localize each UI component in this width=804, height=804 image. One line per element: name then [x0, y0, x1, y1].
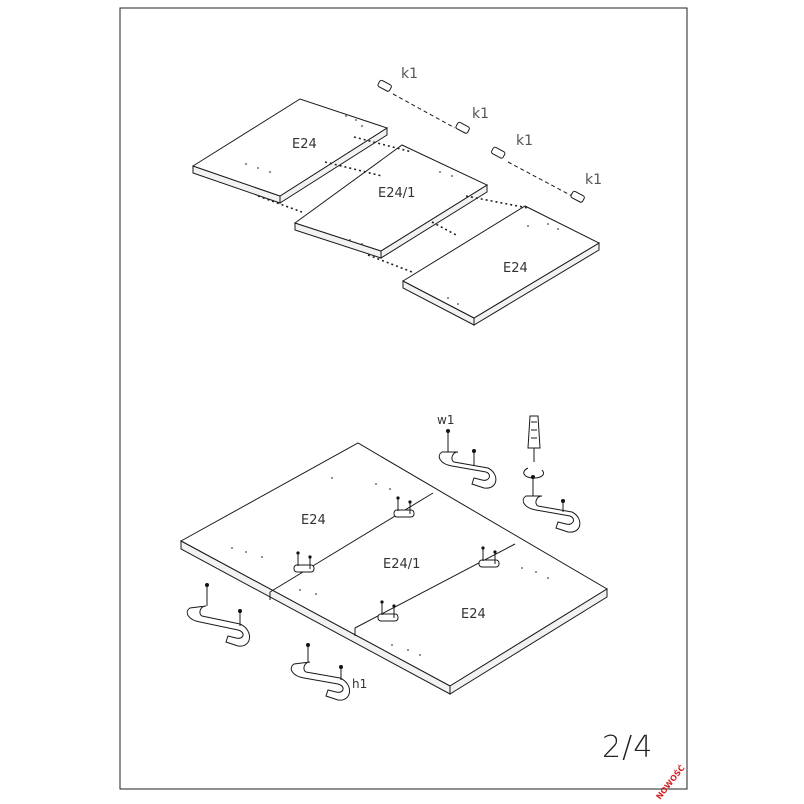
dowel-label-k1-c: k1 — [516, 133, 533, 149]
panel-label-e24-front: E24 — [461, 607, 486, 622]
bracket-right — [522, 475, 581, 533]
dowel-guide-lines — [257, 93, 573, 273]
tabletop-assembled: E24 E24/1 E24 — [179, 442, 608, 695]
bracket-h1: h1 — [290, 643, 367, 701]
dowel-label-k1-d: k1 — [585, 172, 602, 188]
step1-exploded-view: E24 E24/1 E24 — [191, 66, 602, 326]
dowel-k1-b — [455, 121, 470, 134]
screwdriver-icon — [527, 415, 541, 462]
panel-e24-1-middle: E24/1 — [293, 144, 489, 259]
panel-label-e24-1-middle: E24/1 — [378, 186, 415, 201]
panel-e24-left: E24 — [191, 98, 389, 204]
bracket-w1: w1 — [437, 413, 497, 489]
dowel-label-k1-b: k1 — [472, 106, 489, 122]
panel-label-e24-right: E24 — [503, 261, 528, 276]
panel-label-e24-1-center: E24/1 — [383, 557, 420, 572]
panel-label-e24-back: E24 — [301, 513, 326, 528]
bracket-label-h1: h1 — [352, 677, 367, 691]
panel-label-e24-left: E24 — [292, 137, 317, 152]
bracket-label-w1: w1 — [437, 413, 454, 427]
dowel-k1-d — [570, 190, 585, 203]
page-number: 2/4 — [602, 730, 653, 765]
joint-connectors — [293, 496, 500, 622]
panel-e24-right: E24 — [401, 205, 601, 326]
dowel-label-k1-a: k1 — [401, 66, 418, 82]
step2-assembly-view: E24 E24/1 E24 — [179, 413, 608, 701]
bracket-left — [186, 583, 250, 647]
dowel-k1-c — [491, 146, 506, 159]
dowel-k1-a — [377, 79, 392, 92]
page-border — [119, 7, 688, 790]
